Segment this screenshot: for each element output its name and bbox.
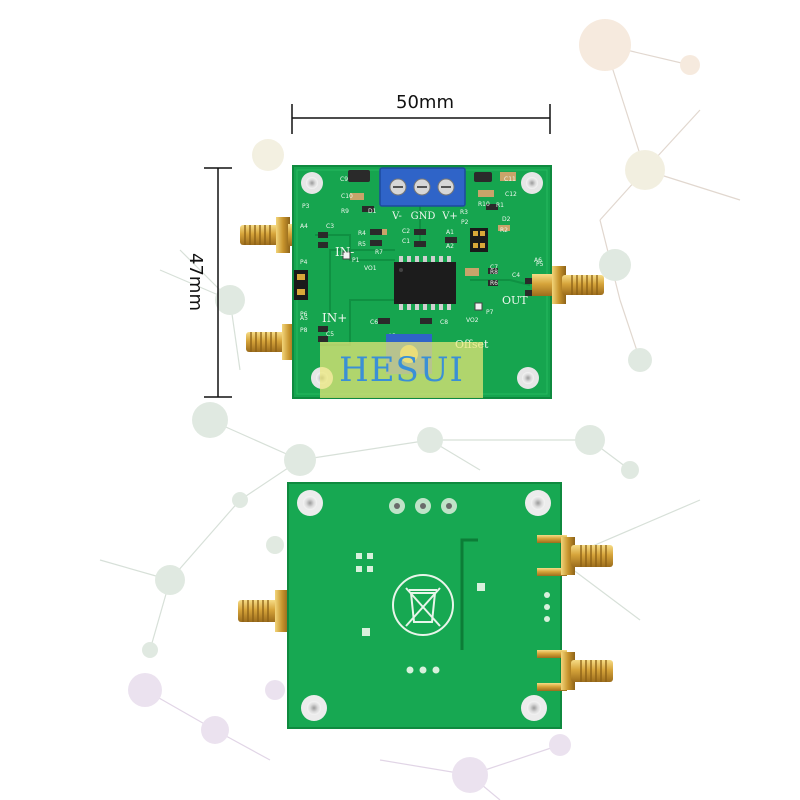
svg-text:P7: P7 [486,309,494,316]
sma-connector-icon [537,535,613,576]
svg-text:C9: C9 [340,176,348,183]
svg-text:R9: R9 [341,208,349,215]
svg-text:R8: R8 [490,269,498,276]
svg-text:C8: C8 [440,319,448,326]
jumper-header [294,270,308,300]
svg-text:C1: C1 [402,238,410,245]
mounting-hole-icon [525,490,551,516]
pcb-bottom-view [238,482,613,729]
terminal-label-vminus: V- [391,211,402,222]
svg-text:A5: A5 [300,315,308,322]
svg-text:P1: P1 [352,257,360,264]
label-vo2: VO2 [466,317,479,324]
svg-text:R3: R3 [460,209,468,216]
height-label: 47mm [185,253,206,311]
svg-text:R7: R7 [375,249,383,256]
background-network [99,19,741,800]
height-dimension [204,167,232,398]
terminal-block-icon [379,167,466,207]
svg-text:P2: P2 [461,219,469,226]
label-in-plus: IN+ [322,311,347,325]
svg-text:P3: P3 [302,203,310,210]
svg-text:D2: D2 [502,216,511,223]
svg-text:D1: D1 [368,208,377,215]
pcb-top-view: V- GND V+ [240,165,604,399]
svg-text:P6: P6 [300,311,308,318]
svg-text:A4: A4 [300,223,308,230]
svg-text:P5: P5 [536,261,544,268]
width-dimension [291,104,551,134]
svg-text:A6: A6 [534,257,542,264]
svg-text:C12: C12 [505,191,517,198]
svg-text:R4: R4 [358,230,366,237]
svg-text:R1: R1 [496,202,504,209]
label-out: OUT [502,294,528,307]
svg-text:C2: C2 [402,228,410,235]
label-in-minus: IN- [335,245,354,259]
svg-text:C10: C10 [341,193,353,200]
mounting-hole-icon [521,695,547,721]
svg-text:P4: P4 [300,259,308,266]
jumper-header [470,228,488,252]
svg-text:C5: C5 [326,331,334,338]
weee-bin-icon [392,574,454,636]
mounting-hole-icon [301,172,323,194]
hesui-watermark: HESUI [320,342,483,398]
mounting-hole-icon [297,490,323,516]
svg-text:P8: P8 [300,327,308,334]
mounting-hole-icon [517,367,539,389]
svg-text:C6: C6 [370,319,378,326]
label-vo1: VO1 [364,265,377,272]
terminal-label-vplus: V+ [441,211,458,222]
mounting-hole-icon [521,172,543,194]
svg-text:A2: A2 [446,243,454,250]
mounting-hole-icon [301,695,327,721]
svg-text:R2: R2 [500,227,508,234]
svg-text:C11: C11 [504,176,516,183]
sma-connector-icon [537,650,613,691]
svg-text:C7: C7 [490,264,498,271]
width-label: 50mm [396,92,454,113]
sma-connector-icon [532,266,604,304]
svg-text:C3: C3 [326,223,334,230]
sma-connector-icon [238,590,289,632]
svg-text:R5: R5 [358,241,366,248]
op-amp-chip [394,256,456,310]
svg-text:A1: A1 [446,229,454,236]
svg-text:R6: R6 [490,280,498,287]
svg-text:C4: C4 [512,272,520,279]
terminal-label-gnd: GND [411,211,436,222]
svg-text:R10: R10 [478,201,490,208]
